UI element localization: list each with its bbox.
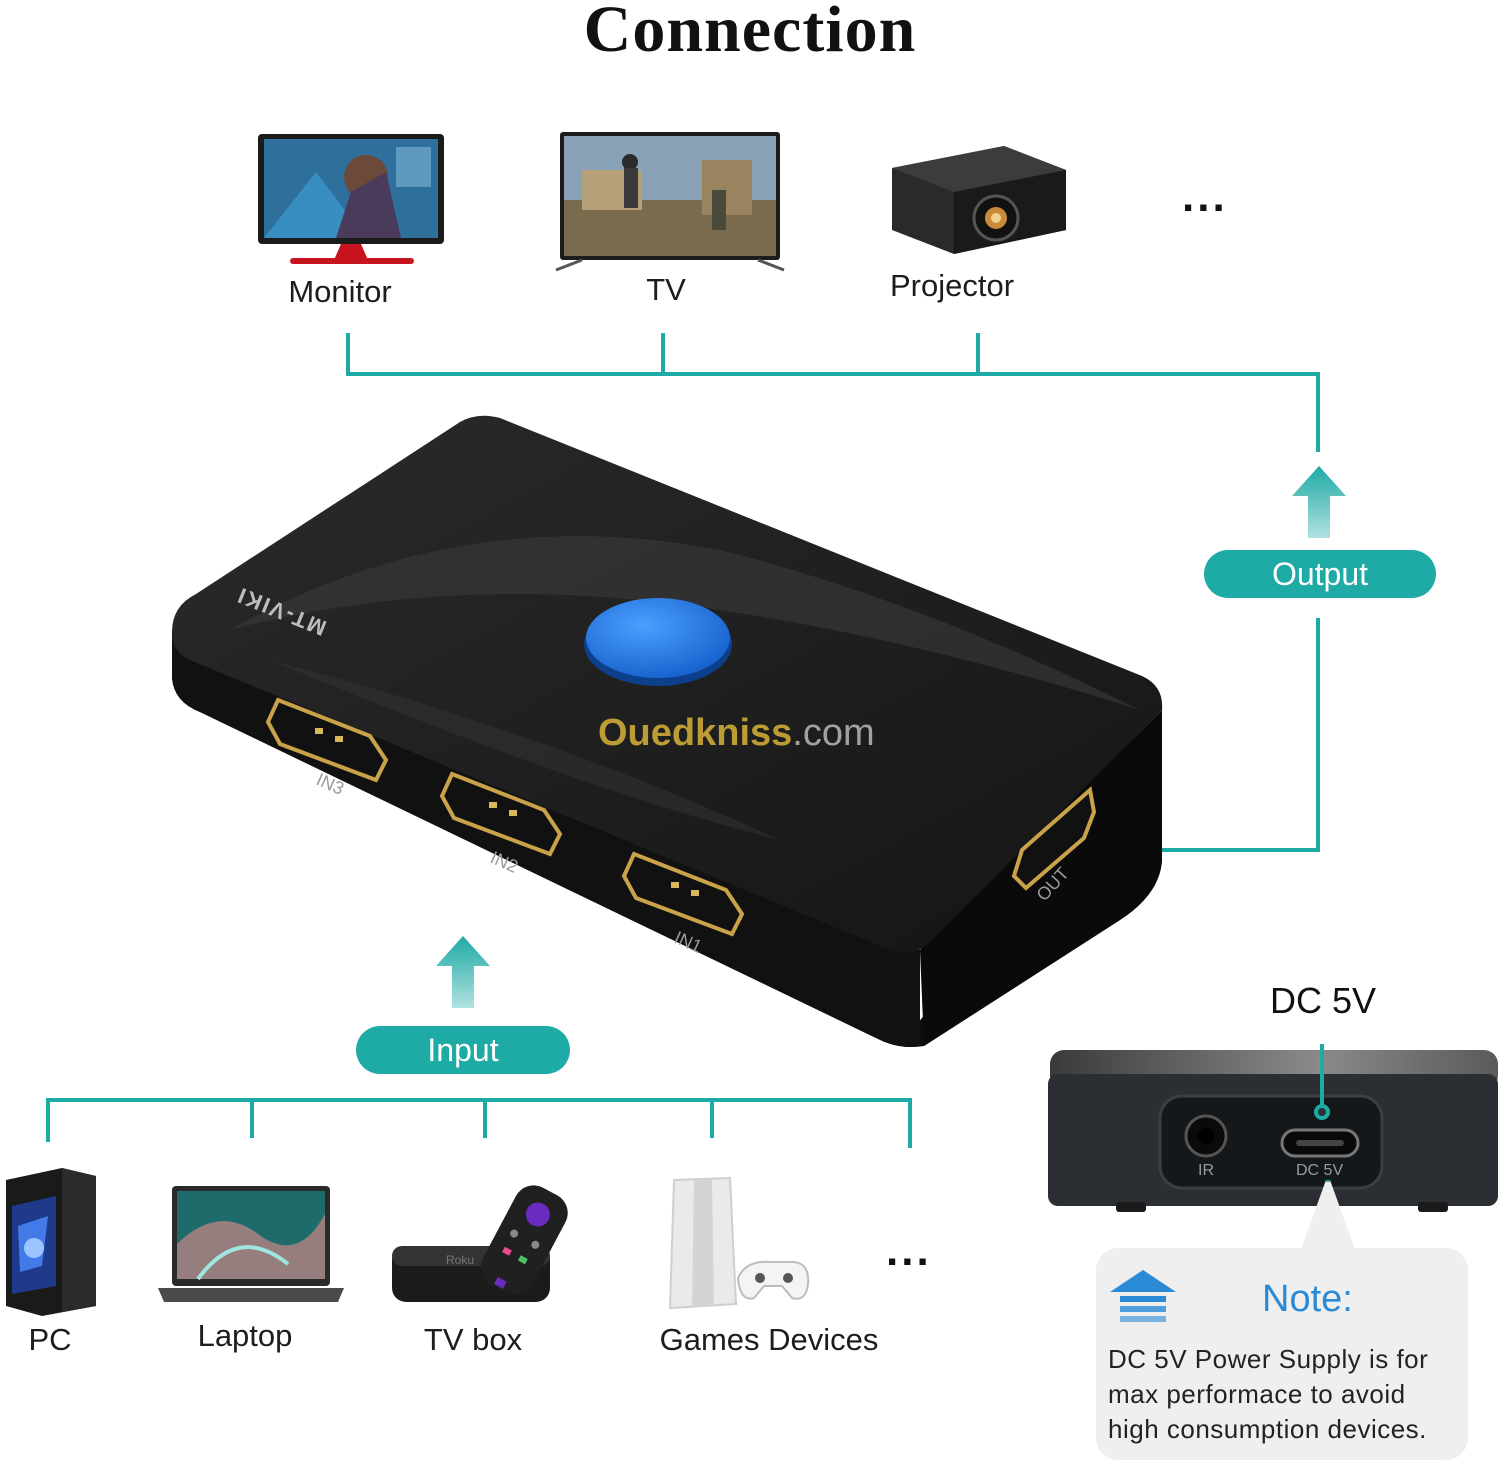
watermark-main: Ouedkniss xyxy=(598,712,793,754)
svg-text:Roku: Roku xyxy=(446,1253,474,1267)
more-outputs-indicator: ... xyxy=(1182,172,1228,221)
port-label-dc5v: DC 5V xyxy=(1296,1162,1344,1179)
note-line-1: DC 5V Power Supply is for xyxy=(1108,1344,1429,1374)
input-label-tv-box: TV box xyxy=(423,1322,523,1357)
input-arrow-icon xyxy=(436,936,490,1008)
note-title: Note: xyxy=(1262,1278,1353,1320)
input-label-games-devices: Games Devices xyxy=(659,1322,879,1357)
pc-tower-icon xyxy=(6,1168,96,1316)
tv-box-icon: Roku xyxy=(392,1185,568,1302)
note-line-2: max performace to avoid xyxy=(1108,1379,1406,1409)
laptop-icon xyxy=(158,1186,344,1302)
watermark: Ouedkniss.com xyxy=(598,712,875,755)
output-label-projector: Projector xyxy=(889,268,1015,303)
more-inputs-indicator: ... xyxy=(886,1226,932,1275)
port-label-ir: IR xyxy=(1198,1162,1214,1179)
output-arrow-icon xyxy=(1292,466,1346,538)
input-label-pc: PC xyxy=(28,1322,72,1357)
note-text: DC 5V Power Supply is for max performace… xyxy=(1108,1342,1468,1447)
note-line-3: high consumption devices. xyxy=(1108,1414,1427,1444)
projector-icon xyxy=(892,146,1066,254)
note-pointer xyxy=(1300,1180,1356,1252)
watermark-suffix: .com xyxy=(792,712,875,754)
input-label-laptop: Laptop xyxy=(197,1318,293,1353)
output-pill: Output xyxy=(1204,550,1436,598)
power-title: DC 5V xyxy=(1270,980,1377,1021)
hdmi-switch-device xyxy=(172,415,1163,1047)
page-title: Connection xyxy=(583,0,917,66)
input-pill: Input xyxy=(356,1026,570,1074)
monitor-icon xyxy=(258,134,444,264)
output-label-tv: TV xyxy=(646,272,686,307)
output-label-monitor: Monitor xyxy=(288,274,392,309)
game-console-icon xyxy=(668,1176,810,1310)
tv-icon xyxy=(555,132,785,272)
device-back-panel xyxy=(1048,1044,1498,1212)
note-arrow-icon xyxy=(1110,1270,1176,1322)
